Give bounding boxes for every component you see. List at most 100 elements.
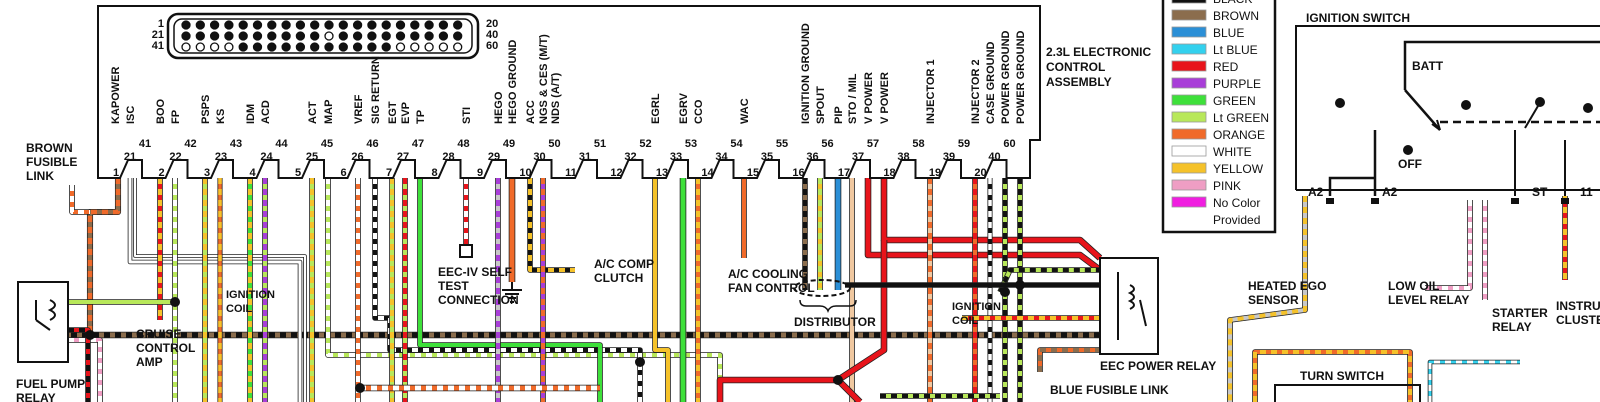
pin-number-top: 53 bbox=[685, 138, 697, 150]
connector-row-end: 20 bbox=[486, 18, 498, 30]
pin-number-top: 43 bbox=[230, 138, 242, 150]
wire-fusible-stripe bbox=[70, 185, 90, 214]
connector-pin bbox=[324, 42, 334, 52]
connector-pin bbox=[310, 31, 320, 41]
pin-function-label: INJECTOR 2 bbox=[970, 59, 982, 124]
pin-function-label: FP bbox=[170, 110, 182, 124]
wires-layer bbox=[33, 178, 1568, 402]
connector-pin bbox=[238, 20, 248, 30]
wire-acc-stripe bbox=[528, 178, 575, 272]
legend-swatch bbox=[1171, 43, 1207, 55]
connector-pin bbox=[181, 42, 191, 52]
starter-relay-label: STARTER bbox=[1492, 306, 1548, 320]
pin-number-mid: 31 bbox=[579, 151, 591, 163]
ac-cooling-fan-label: FAN CONTROL bbox=[728, 281, 815, 295]
connector-pin bbox=[181, 31, 191, 41]
wire-turn-stripe bbox=[1253, 350, 1412, 402]
self-test-connector-icon bbox=[459, 244, 473, 258]
pin-number-bottom: 14 bbox=[701, 167, 714, 179]
pin-number-bottom: 19 bbox=[929, 167, 941, 179]
a2-left-label: A2 bbox=[1308, 185, 1324, 199]
connector-pin bbox=[381, 42, 391, 52]
pin-number-bottom: 11 bbox=[565, 167, 577, 179]
pin-number-top: 52 bbox=[639, 138, 651, 150]
terminal-block bbox=[1371, 198, 1379, 204]
ignition-coil-left-label: COIL bbox=[226, 303, 253, 315]
pin-number-mid: 25 bbox=[306, 151, 318, 163]
pin-number-top: 45 bbox=[321, 138, 333, 150]
low-oil-relay-label: LOW OIL bbox=[1388, 279, 1439, 293]
wire-relay-ltgreen bbox=[997, 267, 1100, 294]
switch-terminal-dot bbox=[1403, 145, 1413, 155]
wire-low-oil-stripe bbox=[1425, 200, 1472, 290]
junction-dot bbox=[1000, 287, 1010, 297]
brown-fusible-link-label: BROWN bbox=[26, 141, 73, 155]
turn-switch-box bbox=[1274, 384, 1421, 402]
wire-low-oil bbox=[1425, 200, 1473, 291]
switch-leads bbox=[1514, 130, 1566, 196]
connector-pin bbox=[438, 20, 449, 30]
pin-function-label: SIG RETURN bbox=[370, 56, 382, 124]
switch-arrow-icon bbox=[1431, 119, 1441, 131]
switch-contact bbox=[1524, 105, 1539, 129]
pin-number-mid: 22 bbox=[169, 151, 181, 163]
legend-label: BLACK bbox=[1213, 0, 1252, 6]
connector-pin bbox=[352, 31, 363, 41]
legend-swatch bbox=[1171, 128, 1207, 140]
pin-number-bottom: 18 bbox=[883, 167, 895, 179]
pin-function-label: KAPOWER bbox=[110, 67, 122, 125]
connector-pin bbox=[453, 20, 463, 30]
pin-number-bottom: 13 bbox=[656, 167, 668, 179]
connector-pin bbox=[181, 20, 191, 30]
switch-arm bbox=[1404, 89, 1441, 131]
connector-pin bbox=[209, 42, 220, 52]
legend-label: WHITE bbox=[1213, 145, 1252, 159]
pin-function-label: CCO bbox=[693, 99, 705, 124]
connector-pin bbox=[438, 42, 449, 52]
connector-row-start: 1 bbox=[158, 18, 164, 30]
legend-label: BROWN bbox=[1213, 9, 1259, 23]
eec-self-test-label: TEST bbox=[438, 279, 469, 293]
pin-number-bottom: 6 bbox=[340, 167, 346, 179]
pin-function-label: MAP bbox=[323, 100, 335, 124]
connector-pin bbox=[252, 31, 263, 41]
module-title: ASSEMBLY bbox=[1046, 75, 1112, 89]
wire-blue-fusible bbox=[1038, 348, 1100, 372]
legend-swatch bbox=[1171, 60, 1207, 72]
batt-label: BATT bbox=[1412, 59, 1444, 73]
pin-number-mid: 27 bbox=[397, 151, 409, 163]
connector-pin bbox=[310, 20, 320, 30]
ac-comp-clutch-label: A/C COMP bbox=[594, 257, 654, 271]
connector-pin bbox=[295, 31, 306, 41]
cruise-control-label: CRUISE bbox=[136, 327, 181, 341]
wire-pin1 bbox=[87, 178, 121, 335]
pin-function-label: EGRL bbox=[650, 93, 662, 124]
ac-cooling-fan-label: A/C COOLING bbox=[728, 267, 808, 281]
connector-pin bbox=[381, 31, 391, 41]
pin-function-label: POWER GROUND bbox=[1015, 30, 1027, 124]
wire-low-oil bbox=[1425, 200, 1472, 290]
terminal-block bbox=[1326, 198, 1334, 204]
pin-function-label: PSPS bbox=[200, 95, 212, 124]
wire-vpower-2 bbox=[881, 178, 1102, 260]
wire-isc bbox=[128, 178, 302, 402]
connector-pin bbox=[224, 42, 234, 52]
pin-number-mid: 26 bbox=[351, 151, 363, 163]
connector-pin bbox=[453, 31, 463, 41]
legend-swatch bbox=[1171, 0, 1207, 4]
module-title: 2.3L ELECTRONIC bbox=[1046, 45, 1151, 59]
pin-number-top: 51 bbox=[594, 138, 606, 150]
pin-function-label: INJECTOR 1 bbox=[925, 59, 937, 124]
wire-relay-ltgreen bbox=[998, 268, 1100, 293]
a2-jumper bbox=[1328, 130, 1377, 196]
pin-function-label: HEGO GROUND bbox=[507, 40, 519, 124]
legend-label: GREEN bbox=[1213, 94, 1256, 108]
connector-pin bbox=[295, 20, 306, 30]
pin-function-label: EGT bbox=[387, 101, 399, 124]
connector-pin bbox=[367, 42, 377, 52]
connector-pin bbox=[252, 42, 263, 52]
wire-map bbox=[326, 178, 722, 402]
pin-number-bottom: 16 bbox=[792, 167, 804, 179]
legend-label: Lt GREEN bbox=[1213, 111, 1269, 125]
